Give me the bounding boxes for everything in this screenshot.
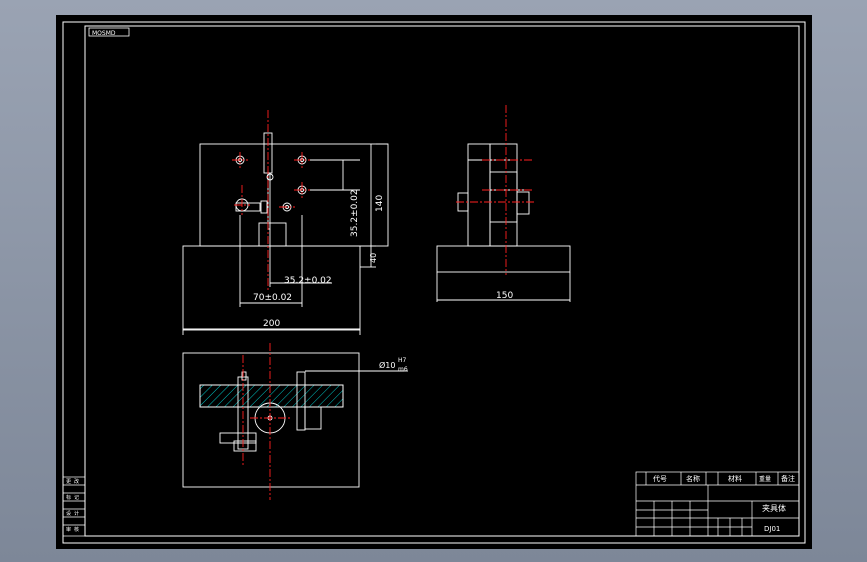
tb-col-name: 名称 bbox=[686, 474, 700, 483]
pin-callout: Ø10 bbox=[379, 360, 395, 370]
tag-label: MOSMD bbox=[92, 30, 116, 37]
dim-hole-spacing: 70±0.02 bbox=[253, 293, 292, 303]
front-centerlines bbox=[232, 110, 310, 290]
drawing-canvas: MOSMD bbox=[62, 21, 806, 544]
top-base bbox=[182, 352, 360, 488]
dim-hole-offset: 35.2±0.02 bbox=[284, 276, 332, 286]
pin-fit-top: H7 bbox=[398, 357, 407, 364]
strip-2: 标 bbox=[66, 494, 71, 501]
strip-1: 改 bbox=[74, 478, 79, 485]
strip-5: 计 bbox=[74, 510, 79, 517]
top-view bbox=[182, 352, 408, 488]
strip-6: 审 bbox=[66, 526, 71, 533]
top-centerlines bbox=[242, 343, 290, 500]
pin-fit-bottom: m6 bbox=[398, 366, 408, 373]
strip-4: 设 bbox=[66, 510, 71, 517]
tb-part-name: 夹具体 bbox=[762, 503, 786, 513]
inner-frame bbox=[84, 25, 800, 537]
tb-col-code: 代号 bbox=[653, 474, 667, 483]
outer-frame bbox=[62, 21, 806, 544]
tb-drawing-no: DJ01 bbox=[764, 525, 780, 533]
revision-strip bbox=[62, 476, 86, 537]
side-base bbox=[436, 245, 571, 273]
tb-col-weight: 重量 bbox=[759, 475, 771, 483]
dim-base: 40 bbox=[369, 253, 378, 263]
title-block bbox=[635, 471, 800, 537]
dim-vertical-offset: 35.2±0.02 bbox=[350, 189, 360, 237]
tag-box bbox=[88, 27, 130, 37]
locating-pin bbox=[296, 371, 306, 431]
strip-0: 更 bbox=[66, 479, 71, 485]
front-base bbox=[182, 245, 361, 331]
side-centerlines bbox=[456, 105, 536, 275]
dim-height: 140 bbox=[375, 195, 385, 212]
strip-3: 记 bbox=[74, 494, 79, 501]
tb-col-remark: 备注 bbox=[781, 474, 795, 483]
dim-front-width: 200 bbox=[263, 319, 280, 329]
side-plate bbox=[467, 143, 491, 247]
strip-7: 核 bbox=[74, 526, 79, 533]
tb-col-material: 材料 bbox=[728, 474, 742, 483]
side-view bbox=[436, 143, 571, 302]
drawing-sheet[interactable]: MOSMD bbox=[56, 15, 812, 549]
dim-side-width: 150 bbox=[496, 291, 513, 301]
hatched-section bbox=[199, 384, 344, 408]
